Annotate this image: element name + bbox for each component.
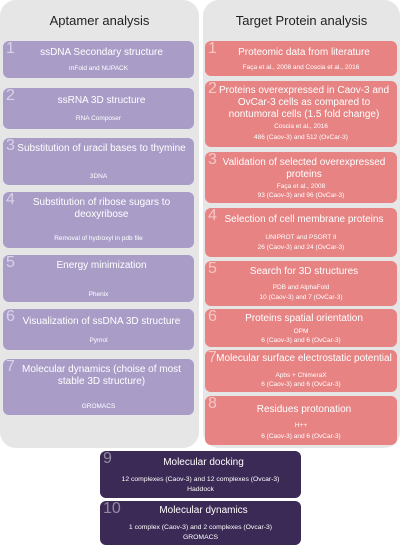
target-step-7: 7 Molecular surface electrostatic potent…	[205, 349, 397, 392]
aptamer-step-5: 5 Energy minimization Phenix	[3, 254, 194, 302]
step-number: 3	[208, 151, 217, 168]
target-protein-analysis-column: Target Protein analysis 1 Proteomic data…	[203, 0, 400, 448]
step-title: ssRNA 3D structure	[57, 95, 146, 106]
step-tool: GROMACS	[182, 534, 219, 541]
step-number: 9	[103, 450, 112, 467]
step-number: 7	[6, 358, 15, 375]
step-tool: GROMACS	[81, 403, 116, 410]
step-count: 6 (Caov-3) and 6 (OvCar-3)	[261, 337, 341, 344]
step-source: Faça et al., 2008	[276, 183, 326, 190]
step-tool: RNA Composer	[75, 115, 122, 122]
step-source: Apbs + ChimeraX	[275, 372, 327, 379]
step-number: 3	[6, 137, 15, 154]
step-title: Visualization of ssDNA 3D structure	[22, 316, 181, 327]
target-step-6: 6 Proteins spatial orientation OPM 6 (Ca…	[205, 308, 397, 347]
aptamer-step-1: 1 ssDNA Secondary structure mFold and NU…	[3, 40, 194, 78]
target-step-2: 2 Proteins overexpressed in Caov-3 and O…	[205, 80, 397, 147]
step-title: Substitution of ribose sugars to deoxyri…	[32, 197, 171, 220]
step-detail: 12 complexes (Caov-3) and 12 complexes (…	[121, 476, 280, 483]
aptamer-step-6: 6 Visualization of ssDNA 3D structure Py…	[3, 308, 194, 350]
step-source: UNIPROT and PSORT II	[265, 234, 337, 241]
step-number: 5	[6, 254, 15, 271]
step-title: Molecular docking	[163, 457, 244, 468]
aptamer-step-3: 3 Substitution of uracil bases to thymin…	[3, 137, 194, 185]
step-title: Residues protonation	[256, 404, 352, 415]
aptamer-step-2: 2 ssRNA 3D structure RNA Composer	[3, 87, 194, 129]
step-number: 1	[6, 40, 15, 57]
step-detail: 1 complex (Caov-3) and 2 complexes (Ovca…	[128, 524, 273, 531]
target-step-5: 5 Search for 3D structures PDB and Alpha…	[205, 260, 397, 306]
step-number: 6	[6, 308, 15, 325]
step-tool: Pymol	[89, 337, 108, 344]
step-title: ssDNA Secondary structure	[40, 47, 163, 58]
step-number: 4	[208, 207, 217, 224]
aptamer-analysis-header: Aptamer analysis	[49, 13, 150, 28]
step-count: 486 (Caov-3) and 512 (OvCar-3)	[254, 134, 348, 141]
step-source: OPM	[293, 328, 309, 335]
step-number: 6	[208, 308, 217, 325]
step-source: PDB and AlphaFold	[272, 284, 330, 291]
step-number: 10	[103, 500, 121, 517]
step-tool: Phenix	[88, 291, 109, 298]
aptamer-analysis-column: Aptamer analysis 1 ssDNA Secondary struc…	[0, 0, 199, 448]
step-count: 26 (Caov-3) and 24 (OvCar-3)	[257, 244, 345, 251]
aptamer-step-4: 4 Substitution of ribose sugars to deoxy…	[3, 191, 194, 248]
target-step-3: 3 Validation of selected overexpressed p…	[205, 151, 397, 203]
step-tool: mFold and NUPACK	[68, 65, 129, 72]
step-number: 5	[208, 260, 217, 277]
step-title: Search for 3D structures	[249, 266, 359, 277]
step-title: Molecular surface electrostatic potentia…	[216, 353, 392, 364]
step-number: 2	[208, 80, 217, 97]
step-title: Proteomic data from literature	[238, 47, 370, 58]
step-title: Validation of selected overexpressed pro…	[222, 157, 386, 180]
step-source: Faça et al., 2008 and Coscia et al., 201…	[242, 64, 360, 71]
step-source: H++	[294, 422, 308, 429]
step-title: Proteins spatial orientation	[245, 313, 363, 324]
target-step-1: 1 Proteomic data from literature Faça et…	[205, 40, 397, 76]
step-title: Proteins overexpressed in Caov-3 and OvC…	[218, 85, 390, 120]
step-title: Selection of cell membrane proteins	[224, 214, 384, 225]
step-title: Molecular dynamics	[159, 505, 248, 516]
target-protein-analysis-header: Target Protein analysis	[235, 13, 368, 28]
step-source: Coscia et al., 2016	[274, 123, 328, 130]
step-title: Energy minimization	[56, 260, 147, 271]
aptamer-step-7: 7 Molecular dynamics (choise of most sta…	[3, 358, 194, 415]
step-tool: Removal of hydroxyl in pdb file	[54, 235, 143, 242]
step-number: 1	[208, 40, 217, 57]
target-step-8: 8 Residues protonation H++ 6 (Caov-3) an…	[205, 395, 397, 445]
step-number: 4	[6, 191, 15, 208]
step-count: 93 (Caov-3) and 96 (OvCar-3)	[257, 192, 345, 199]
step-title: Substitution of uracil bases to thymine	[17, 143, 186, 154]
step-title: Molecular dynamics (choise of most stabl…	[22, 364, 181, 387]
step-number: 7	[208, 349, 217, 366]
molecular-dynamics-final-step: 10 Molecular dynamics 1 complex (Caov-3)…	[100, 500, 301, 545]
step-count: 6 (Caov-3) and 6 (OvCar-3)	[261, 433, 341, 440]
target-step-4: 4 Selection of cell membrane proteins UN…	[205, 207, 397, 257]
step-count: 10 (Caov-3) and 7 (OvCar-3)	[259, 294, 343, 301]
step-tool: 3DNA	[89, 173, 108, 180]
step-number: 2	[6, 87, 15, 104]
step-count: 6 (Caov-3) and 6 (OvCar-3)	[261, 381, 341, 388]
step-number: 8	[208, 395, 217, 412]
step-tool: Haddock	[187, 486, 214, 493]
molecular-docking-step: 9 Molecular docking 12 complexes (Caov-3…	[100, 450, 301, 498]
